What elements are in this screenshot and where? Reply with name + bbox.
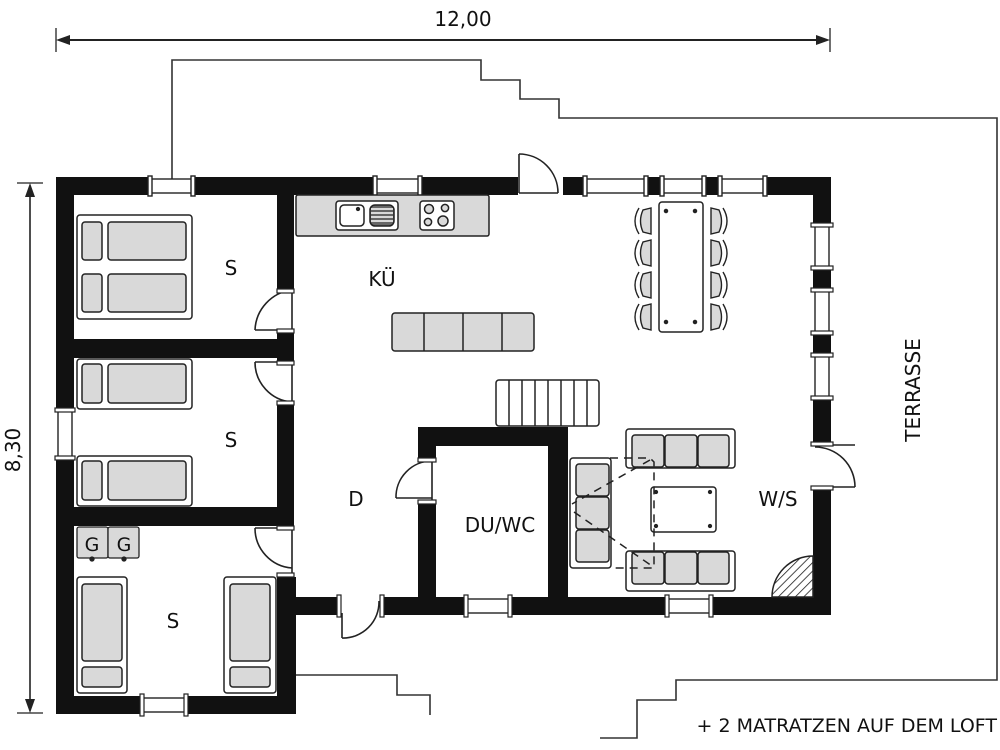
terrace-outline: [171, 59, 998, 739]
arrow-down-icon: [25, 699, 35, 713]
chair-icon: [634, 207, 652, 235]
door-bottom-entrance[interactable]: [341, 600, 380, 639]
window: [465, 598, 511, 614]
stove-icon: [419, 200, 455, 231]
chair-icon: [710, 271, 728, 299]
chair-icon: [634, 239, 652, 267]
window: [666, 598, 712, 614]
room-label-bedroom-3: S: [167, 609, 180, 633]
width-dimension: 12,00: [55, 7, 831, 52]
dining-chairs: [634, 207, 728, 331]
window: [814, 224, 830, 269]
width-label: 12,00: [434, 7, 491, 31]
room-label-living: W/S: [758, 487, 797, 511]
window: [719, 178, 766, 194]
window: [814, 354, 830, 399]
dining-table: [658, 201, 704, 333]
sofa-bed-extension-dashed: [571, 457, 655, 569]
single-bed: [76, 455, 193, 507]
room-label-kitchen: KÜ: [368, 267, 395, 291]
fireplace-icon: [771, 555, 814, 598]
window: [150, 178, 194, 194]
arrow-right-icon: [816, 35, 830, 45]
window: [814, 289, 830, 334]
single-bed: [223, 576, 277, 694]
window: [661, 178, 705, 194]
room-label-bathroom: DU/WC: [465, 513, 536, 537]
staircase: [495, 379, 600, 427]
sink-icon: [335, 200, 399, 231]
sofa-bottom: [625, 550, 736, 592]
door-terrace[interactable]: [814, 444, 856, 488]
height-label: 8,30: [1, 428, 25, 473]
sofa-left: [569, 457, 612, 569]
door-bedroom-1[interactable]: [254, 289, 293, 332]
door-bathroom[interactable]: [395, 460, 433, 502]
single-bed: [76, 576, 128, 694]
chair-icon: [710, 239, 728, 267]
single-bed: [76, 358, 193, 410]
door-entrance-top[interactable]: [518, 153, 559, 194]
appliance-units: [76, 526, 140, 562]
room-label-bedroom-1: S: [225, 256, 238, 280]
window: [584, 178, 647, 194]
chair-icon: [634, 303, 652, 331]
sofa-top: [625, 428, 736, 469]
loft-note: + 2 MATRATZEN AUF DEM LOFT: [697, 715, 998, 737]
arrow-left-icon: [56, 35, 70, 45]
chair-icon: [634, 271, 652, 299]
chair-icon: [710, 207, 728, 235]
height-dimension: 8,30: [1, 182, 43, 714]
room-label-bedroom-2: S: [225, 428, 238, 452]
window: [141, 697, 187, 713]
appliance-label-1: G: [85, 534, 100, 556]
door-bedroom-3[interactable]: [254, 527, 293, 573]
walls: [56, 177, 831, 714]
room-label-hallway: D: [348, 487, 363, 511]
kitchen-island: [391, 312, 535, 352]
appliance-label-2: G: [117, 534, 132, 556]
room-label-terrace: TERRASSE: [901, 338, 925, 443]
arrow-up-icon: [25, 183, 35, 197]
window: [374, 178, 421, 194]
double-bed: [76, 214, 193, 320]
coffee-table: [650, 486, 717, 533]
window: [57, 409, 73, 459]
chair-icon: [710, 303, 728, 331]
kitchen-counter: [295, 194, 490, 237]
door-bedroom-2[interactable]: [254, 361, 293, 404]
